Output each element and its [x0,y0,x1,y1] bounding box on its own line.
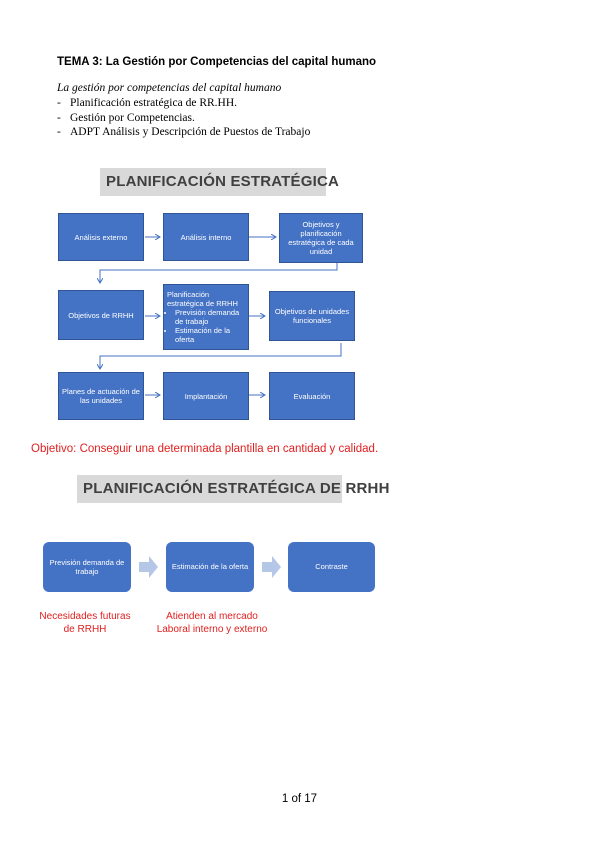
hr-planning-title: Planificación estratégica de RRHH [167,290,238,308]
page-number: 1 of 17 [281,793,318,805]
process-box-demand-forecast: Previsión demanda de trabajo [43,542,131,592]
chevron-arrow-icon [262,556,281,578]
document-title: TEMA 3: La Gestión por Competencias del … [57,56,377,68]
flow-box-implementation: Implantación [163,372,249,420]
elbow-connector [100,343,342,369]
hr-planning-item: Previsión demanda de trabajo [175,308,245,326]
note-future-needs: Necesidades futuras de RRHH [39,611,131,635]
objective-text: Objetivo: Conseguir una determinada plan… [31,443,379,455]
flow-box-action-plans: Planes de actuación de las unidades [58,372,144,420]
chevron-arrow-icon [139,556,158,578]
hr-planning-item: Estimación de la oferta [175,326,245,344]
diagram1-banner: PLANIFICACIÓN ESTRATÉGICA [100,168,339,196]
flow-box-functional-unit-objectives: Objetivos de unidades funcionales [269,291,355,341]
flow-box-hr-planning: Planificación estratégica de RRHH Previs… [163,284,249,350]
flow-box-internal-analysis: Análisis interno [163,213,249,261]
note-market: Atienden al mercado Laboral interno y ex… [156,611,268,635]
diagram2-banner: PLANIFICACIÓN ESTRATÉGICA DE RRHH [77,475,389,503]
section-subtitle: La gestión por competencias del capital … [57,82,282,94]
flow-box-hr-objectives: Objetivos de RRHH [58,290,144,340]
bullet-item: -ADPT Análisis y Descripción de Puestos … [57,126,311,138]
flow-box-unit-objectives: Objetivos y planificación estratégica de… [279,213,363,263]
bullet-item: -Gestión por Competencias. [57,111,195,124]
elbow-connector [100,262,338,283]
bullet-item: -Planificación estratégica de RR.HH. [57,97,238,109]
flow-box-external-analysis: Análisis externo [58,213,144,261]
bullet-list: -Planificación estratégica de RR.HH. -Ge… [57,96,310,140]
process-box-supply-estimate: Estimación de la oferta [166,542,254,592]
process-box-contrast: Contraste [288,542,375,592]
flow-box-evaluation: Evaluación [269,372,355,420]
